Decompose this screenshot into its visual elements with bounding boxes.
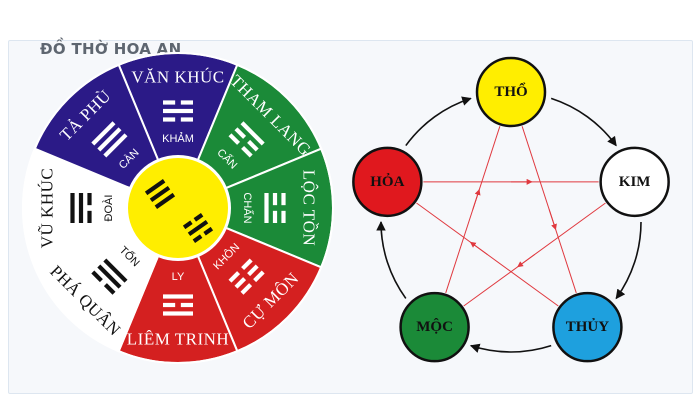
element-label-hoa: HỎA <box>370 173 404 190</box>
generating-arrow-hoa-tho <box>405 96 472 147</box>
controlling-arrow-thuy-hoa <box>469 241 488 255</box>
trigram-line-broken <box>272 210 278 223</box>
trigram-icon-vu-khuc <box>70 193 92 223</box>
trigram-icon-cu-mon <box>228 258 265 295</box>
element-node-moc <box>399 291 470 363</box>
trigram-icon-ta-phu <box>91 121 128 158</box>
trigram-line-broken <box>192 234 203 243</box>
trigram-line-broken <box>193 213 204 222</box>
trigram-line-solid <box>97 264 122 289</box>
trigram-line-broken <box>247 264 259 277</box>
star-label-loc-ton: LỘC TỒN <box>300 170 319 246</box>
trigram-line-solid <box>144 179 166 196</box>
trigram-line-broken <box>234 277 247 289</box>
trigram-line-broken <box>163 100 176 105</box>
trigram-line-broken <box>234 127 247 139</box>
star-label-vu-khuc: VŨ KHÚC <box>38 168 57 248</box>
controlling-arrow-tho-thuy <box>548 209 557 231</box>
trigram-line-broken <box>87 193 92 206</box>
trigram-line-broken <box>241 145 253 158</box>
controlling-arrow-kim-moc <box>517 254 535 268</box>
trigram-line-solid <box>154 192 176 209</box>
trigram-label-liem-trinh: LY <box>172 271 185 283</box>
trigram-line-solid <box>91 121 116 146</box>
trigram-icon-tham-lang <box>228 121 265 158</box>
trigram-icon-liem-trinh <box>163 294 193 316</box>
trigram-line-broken <box>228 271 241 283</box>
trigram-line-broken <box>87 210 92 223</box>
trigram-line-solid <box>240 121 265 146</box>
controlling-arrow-moc-tho <box>472 189 481 210</box>
element-label-thuy: THỦY <box>566 318 610 335</box>
trigram-line-broken <box>203 226 214 236</box>
trigram-line-broken <box>281 210 286 223</box>
five-elements-cycle: THỔ KIM THỦY MỘC HỎA <box>352 56 670 363</box>
controlling-line-kim-moc <box>463 202 606 307</box>
controlling-line-thuy-hoa <box>416 202 559 307</box>
trigram-line-solid <box>103 258 128 283</box>
trigram-line-broken <box>241 258 253 271</box>
trigram-line-broken <box>180 100 193 105</box>
star-label-van-khuc: VĂN KHÚC <box>131 68 224 87</box>
wheel-center-disc <box>126 156 230 260</box>
element-node-hoa <box>352 146 423 218</box>
trigram-line-solid <box>163 108 193 114</box>
trigram-line-broken <box>91 270 103 283</box>
watermark-text: ĐỒ THỜ HOA AN <box>40 40 182 58</box>
element-label-tho: THỔ <box>494 82 527 100</box>
trigram-line-broken <box>182 220 193 230</box>
trigram-line-solid <box>97 127 122 152</box>
trigram-line-broken <box>163 117 176 122</box>
generating-arrow-tho-kim <box>550 97 617 147</box>
trigram-icon-van-khuc <box>163 100 193 122</box>
trigram-label-loc-ton: CHẤN <box>241 192 254 223</box>
generating-arrow-moc-hoa <box>376 221 407 299</box>
trigram-line-solid <box>187 219 209 237</box>
element-node-thuy <box>552 291 623 363</box>
trigram-line-broken <box>281 193 286 206</box>
trigram-line-broken <box>240 283 253 295</box>
element-label-kim: KIM <box>619 174 651 190</box>
trigram-line-broken <box>103 283 116 295</box>
trigram-line-broken <box>253 270 265 283</box>
trigram-line-broken <box>163 302 176 308</box>
trigram-line-solid <box>264 193 269 223</box>
trigram-label-vu-khuc: ĐOÀI <box>102 195 115 222</box>
trigram-line-solid <box>70 193 75 223</box>
trigram-line-broken <box>180 302 193 308</box>
trigram-line-broken <box>247 139 259 152</box>
generating-arrow-kim-thuy <box>615 221 642 300</box>
star-label-liem-trinh: LIÊM TRINH <box>127 330 229 349</box>
element-node-tho <box>475 56 547 128</box>
element-node-kim <box>599 146 670 218</box>
generating-arrow-thuy-moc <box>469 343 552 353</box>
trigram-line-solid <box>78 193 84 223</box>
trigram-line-broken <box>180 117 193 122</box>
wheel-outer-ring <box>22 52 334 364</box>
trigram-line-broken <box>272 193 278 206</box>
trigram-line-solid <box>163 294 193 299</box>
trigram-line-solid <box>163 311 193 316</box>
trigram-icon-loc-ton <box>264 193 286 223</box>
center-trigram-icon-upper <box>144 179 176 209</box>
trigram-line-solid <box>103 133 128 158</box>
trigram-line-broken <box>228 133 241 145</box>
trigram-line-solid <box>149 185 171 203</box>
center-trigram-icon-lower <box>182 213 214 243</box>
element-label-moc: MỘC <box>416 318 453 335</box>
trigram-icon-pha-quan <box>91 258 128 295</box>
trigram-label-van-khuc: KHẢM <box>162 132 194 145</box>
